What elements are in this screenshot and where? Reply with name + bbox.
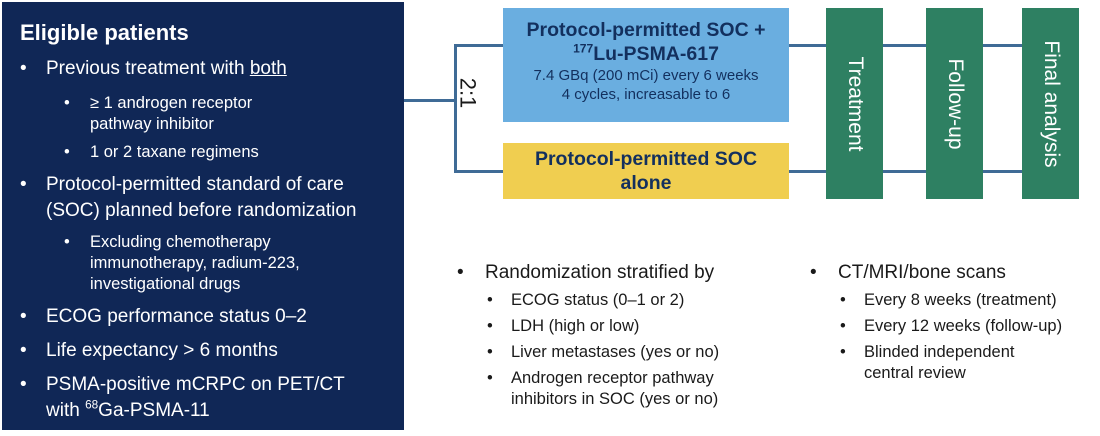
arm-lu-psma-title-line2: 177Lu-PSMA-617 [573, 41, 719, 65]
eligibility-item-ecog: ECOG performance status 0–2 [20, 304, 307, 330]
scans-title: CT/MRI/bone scans [810, 262, 1006, 284]
arm-soc-line2: alone [620, 172, 672, 194]
connector-from-panel [404, 99, 456, 102]
stratification-item-ldh: LDH (high or low) [487, 316, 639, 337]
arm-lu-psma-dose: 7.4 GBq (200 mCi) every 6 weeks [533, 67, 759, 84]
scans-item-8-weeks: Every 8 weeks (treatment) [840, 290, 1057, 311]
eligibility-item-soc: Protocol-permitted standard of care(SOC)… [20, 172, 356, 224]
arm-lu-psma-cycles: 4 cycles, increasable to 6 [561, 86, 731, 103]
connector-to-blue-arm [454, 44, 504, 47]
stratification-item-liver: Liver metastases (yes or no) [487, 342, 719, 363]
stratification-title: Randomization stratified by [457, 262, 714, 284]
eligibility-item-previous-treatment: Previous treatment with both [20, 56, 287, 82]
arm-soc-alone: Protocol-permitted SOC alone [503, 143, 789, 199]
stratification-item-ecog: ECOG status (0–1 or 2) [487, 290, 684, 311]
eligibility-subitem-taxane: 1 or 2 taxane regimens [64, 142, 259, 163]
phase-follow-up: Follow-up [926, 8, 983, 199]
eligibility-item-life-expectancy: Life expectancy > 6 months [20, 338, 278, 364]
arm-soc-line1: Protocol-permitted SOC [534, 148, 758, 170]
arm-lu-psma: Protocol-permitted SOC + 177Lu-PSMA-617 … [503, 8, 789, 122]
randomization-ratio: 2:1 [455, 77, 481, 109]
eligibility-panel: Eligible patients Previous treatment wit… [2, 2, 404, 430]
connector-vertical [454, 44, 457, 172]
arm-lu-psma-title-line1: Protocol-permitted SOC + [526, 19, 766, 41]
eligibility-title: Eligible patients [20, 20, 189, 45]
phase-treatment: Treatment [826, 8, 883, 199]
connector-to-yellow-arm [454, 170, 504, 173]
phase-final-analysis: Final analysis [1022, 8, 1079, 199]
scans-item-12-weeks: Every 12 weeks (follow-up) [840, 316, 1062, 337]
